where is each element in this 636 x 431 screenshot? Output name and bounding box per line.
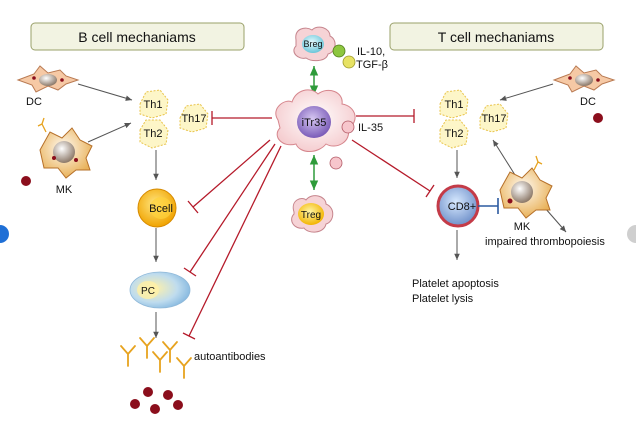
th2-left-label: Th2 [144, 128, 163, 140]
il10-label: IL-10, [357, 46, 385, 58]
mk-left-label: MK [56, 184, 73, 196]
cd8-mk-receptor [478, 198, 499, 214]
th1-left-cell: Th1 [139, 89, 169, 119]
breg-label: Breg [303, 39, 322, 49]
il35-granule-2 [329, 156, 343, 170]
platelet-right [593, 113, 603, 123]
th2-right-cell: Th2 [439, 119, 469, 149]
th17-right-cell: Th17 [479, 103, 509, 133]
inhibit-pc-bar [183, 267, 197, 277]
t-cell-header: T cell mechaniams [389, 22, 604, 51]
inhibit-cd8-bar [425, 184, 435, 198]
b-cell-header: B cell mechaniams [30, 22, 245, 51]
th2-right-label: Th2 [445, 128, 464, 140]
il35-label: IL-35 [358, 122, 383, 134]
antibody-4 [162, 341, 178, 363]
cd8-label: CD8+ [448, 201, 476, 213]
inhibit-antibodies-bar [182, 332, 196, 340]
impaired-thrombopoiesis-label: impaired thrombopoiesis [485, 236, 605, 248]
arrow-dc-to-th-left [77, 83, 133, 101]
inhibitions [182, 109, 435, 340]
arrow-mk-to-th-left [87, 122, 132, 143]
antibodies-group [120, 337, 192, 379]
pc-label: PC [141, 286, 155, 297]
tgfb-label: TGF-β [356, 59, 388, 71]
breg-cell: Breg [293, 26, 336, 62]
itr35-cell: iTr35 [275, 89, 356, 152]
itr35-label: iTr35 [302, 117, 327, 129]
inhibit-bcell-bar [187, 200, 199, 214]
antibody-3 [152, 351, 168, 373]
b-cell-header-label: B cell mechaniams [78, 29, 196, 45]
cd8-cell: CD8+ [436, 184, 480, 228]
th2-left-cell: Th2 [139, 119, 169, 149]
dc-right-cell [552, 65, 616, 93]
th1-right-label: Th1 [445, 99, 464, 111]
arrow-dc-to-th-right [499, 83, 554, 101]
mk-right-label: MK [514, 221, 531, 233]
th1-right-cell: Th1 [439, 89, 469, 119]
platelet-apoptosis-label: Platelet apoptosis [412, 278, 499, 290]
antibody-5 [176, 357, 192, 379]
autoantibodies-label: autoantibodies [194, 351, 266, 363]
platelet-left [21, 176, 31, 186]
antibody-1 [120, 345, 136, 367]
inhibit-pc [189, 143, 276, 273]
th17-left-label: Th17 [181, 113, 206, 125]
edge-dot-left [0, 225, 9, 243]
inhibit-cd8 [351, 139, 431, 192]
inhibit-bcell [192, 139, 271, 208]
tgfb-granule [342, 55, 356, 69]
antibody-2 [139, 337, 155, 359]
mk-right-cell [499, 155, 553, 219]
pc-cell: PC [129, 271, 191, 309]
treg-cell: Treg [291, 195, 334, 233]
mk-left-cell [37, 117, 93, 179]
th1-left-label: Th1 [144, 99, 163, 111]
platelet-lysis-label: Platelet lysis [412, 293, 474, 305]
il10-granule [332, 44, 346, 58]
edge-dot-right [627, 225, 636, 243]
bcell-cell: Bcell [137, 188, 177, 228]
th17-left-cell: Th17 [179, 103, 209, 133]
dc-right-label: DC [580, 96, 596, 108]
inhibit-antibodies [188, 145, 282, 337]
arrow-mk-to-th17-right [492, 139, 516, 176]
th17-right-label: Th17 [481, 113, 506, 125]
bcell-label: Bcell [149, 203, 173, 215]
il35-granule [341, 120, 355, 134]
dc-left-cell [16, 65, 80, 93]
dc-left-label: DC [26, 96, 42, 108]
t-cell-header-label: T cell mechaniams [438, 29, 554, 45]
platelets-bottom [130, 387, 183, 414]
treg-label: Treg [301, 210, 321, 221]
